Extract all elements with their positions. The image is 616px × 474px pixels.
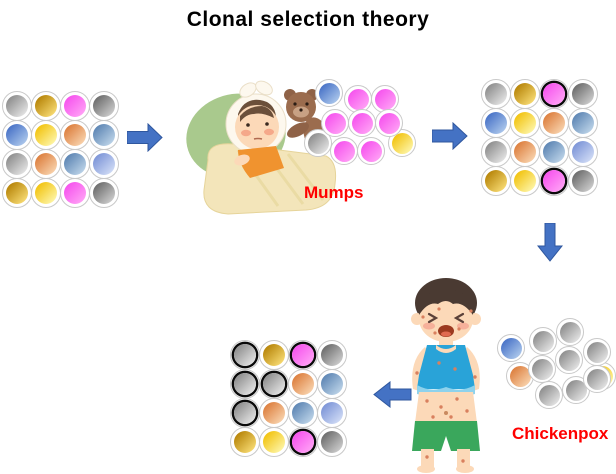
right-arrow-icon xyxy=(127,123,163,152)
lymphocyte-orange-cell xyxy=(31,149,61,179)
lymphocyte-magenta-cell xyxy=(60,91,90,121)
lymphocyte-gold-cell xyxy=(31,91,61,121)
left-arrow-icon xyxy=(373,381,412,408)
lymphocyte-orange-cell xyxy=(539,108,569,138)
lymphocyte-gold-cell xyxy=(259,340,289,370)
lymphocyte-darkgray-cell xyxy=(89,178,119,208)
lymphocyte-gray-cell xyxy=(481,137,511,167)
chickenpox-label: Chickenpox xyxy=(512,424,609,443)
lymphocyte-gray-cell xyxy=(583,338,611,366)
lymphocyte-blue-cell xyxy=(315,79,343,107)
lymphocyte-orange-cell xyxy=(288,369,318,399)
lymphocyte-darkgray-cell xyxy=(89,91,119,121)
lymphocyte-magenta-cell xyxy=(60,178,90,208)
lymphocyte-gray-cell xyxy=(529,327,557,355)
lymphocyte-gray-memory-cell xyxy=(230,340,260,370)
lymphocyte-gray-memory-cell xyxy=(230,369,260,399)
lymphocyte-magenta-memory-cell xyxy=(539,79,569,109)
lymphocyte-gray-cell xyxy=(583,365,611,393)
lymphocyte-magenta-memory-cell xyxy=(539,166,569,196)
lymphocyte-darkgray-cell xyxy=(317,340,347,370)
lymphocyte-gray-cell xyxy=(304,129,332,157)
lymphocyte-gold-cell xyxy=(481,166,511,196)
lymphocyte-gray-cell xyxy=(2,149,32,179)
lymphocyte-magenta-cell xyxy=(330,137,358,165)
lymphocyte-gray-cell xyxy=(556,318,584,346)
lymphocyte-gray-cell xyxy=(528,355,556,383)
lymphocyte-darkgray-cell xyxy=(568,79,598,109)
lymphocyte-periwinkle-cell xyxy=(317,398,347,428)
lymphocyte-magenta-cell xyxy=(375,109,403,137)
lymphocyte-gold-cell xyxy=(230,427,260,457)
lymphocyte-orange-cell xyxy=(510,137,540,167)
lymphocyte-gray-memory-cell xyxy=(230,398,260,428)
lymphocyte-steel-cell xyxy=(539,137,569,167)
lymphocyte-blue-cell xyxy=(2,120,32,150)
lymphocyte-gray-cell xyxy=(2,91,32,121)
lymphocyte-blue-cell xyxy=(481,108,511,138)
lymphocyte-periwinkle-cell xyxy=(568,137,598,167)
lymphocyte-gray-cell xyxy=(562,376,590,404)
lymphocyte-yellow-cell xyxy=(259,427,289,457)
lymphocyte-blue-cell xyxy=(497,334,525,362)
lymphocyte-steel-cell xyxy=(89,120,119,150)
lymphocyte-yellow-cell xyxy=(510,108,540,138)
lymphocyte-magenta-cell xyxy=(357,137,385,165)
lymphocyte-steel-cell xyxy=(568,108,598,138)
lymphocyte-magenta-cell xyxy=(321,109,349,137)
lymphocyte-gray-memory-cell xyxy=(259,369,289,399)
chickenpox-child-illustration xyxy=(393,273,499,474)
lymphocyte-gold-cell xyxy=(510,79,540,109)
lymphocyte-gray-cell xyxy=(535,381,563,409)
lymphocyte-gray-cell xyxy=(555,346,583,374)
down-arrow-icon xyxy=(537,223,563,262)
lymphocyte-steel-cell xyxy=(317,369,347,399)
lymphocyte-magenta-memory-cell xyxy=(288,340,318,370)
lymphocyte-darkgray-cell xyxy=(317,427,347,457)
mumps-label: Mumps xyxy=(304,183,364,202)
lymphocyte-gold-cell xyxy=(2,178,32,208)
lymphocyte-orange-cell xyxy=(60,120,90,150)
lymphocyte-yellow-cell xyxy=(31,120,61,150)
lymphocyte-orange-cell xyxy=(259,398,289,428)
diagram-title: Clonal selection theory xyxy=(186,8,430,31)
lymphocyte-steel-cell xyxy=(288,398,318,428)
lymphocyte-magenta-cell xyxy=(348,109,376,137)
lymphocyte-darkgray-cell xyxy=(568,166,598,196)
lymphocyte-steel-cell xyxy=(60,149,90,179)
right-arrow-icon xyxy=(432,122,468,150)
lymphocyte-periwinkle-cell xyxy=(89,149,119,179)
lymphocyte-gray-cell xyxy=(481,79,511,109)
lymphocyte-magenta-memory-cell xyxy=(288,427,318,457)
lymphocyte-yellow-cell xyxy=(31,178,61,208)
lymphocyte-yellow-cell xyxy=(510,166,540,196)
